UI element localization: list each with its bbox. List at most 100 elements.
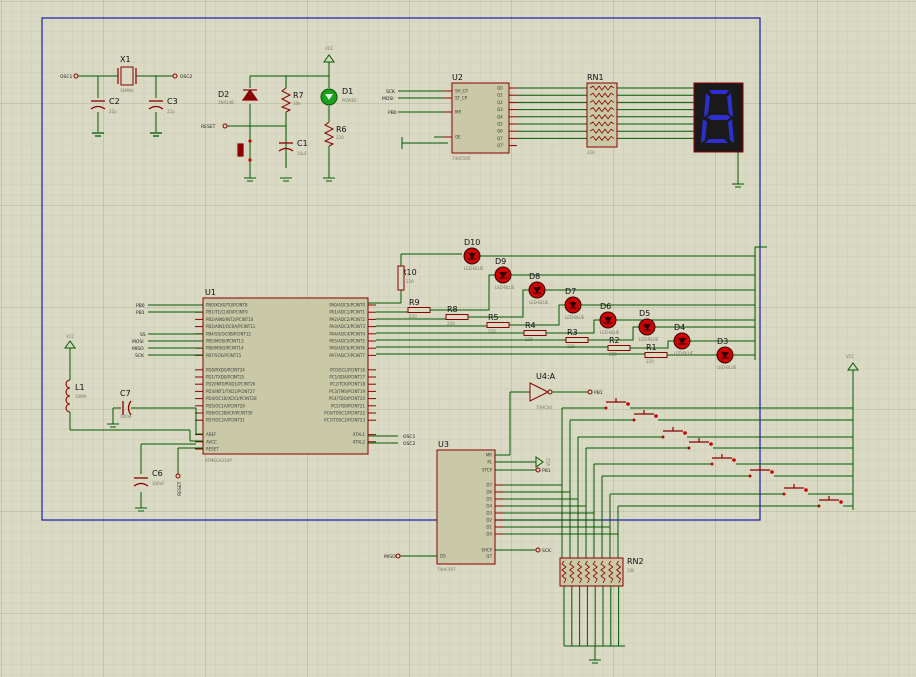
rn2-elements: [561, 560, 625, 647]
ic-u2[interactable]: [451, 82, 510, 154]
u1-pin-label: PB4/SS/OC0B/PCINT12: [206, 331, 251, 336]
u1-pin-label: PA1/ADC1/PCINT1: [329, 310, 365, 315]
led-resistor[interactable]: [523, 330, 547, 336]
led-resistor[interactable]: [565, 337, 589, 343]
resistor-r6[interactable]: [323, 121, 335, 147]
led-resistor-ref: R2: [609, 336, 620, 345]
resistor-network-rn2[interactable]: [559, 557, 624, 587]
led-d1-power[interactable]: [320, 88, 338, 106]
u1-pin-label: PA2/ADC2/PCINT2: [329, 317, 365, 322]
led-d7[interactable]: [564, 296, 582, 314]
u1-pin-label: PD1/TXD0/PCINT25: [206, 375, 245, 380]
led-value: LED-BLUE: [674, 351, 694, 356]
u3-pin-label: D7: [486, 483, 492, 488]
u2-pin-label: Q7': [497, 143, 504, 148]
u2-to-rn1-wires: [517, 87, 587, 139]
led-resistor[interactable]: [486, 322, 510, 328]
inductor-l1[interactable]: [65, 379, 71, 413]
u4a-part: 74HC04: [536, 405, 552, 410]
led-resistor-ref: R5: [488, 313, 499, 322]
led-d4[interactable]: [673, 332, 691, 350]
led-resistor[interactable]: [607, 345, 631, 351]
u2-pin-label: MR: [455, 110, 461, 115]
led-d3[interactable]: [716, 346, 734, 364]
led-resistor[interactable]: [644, 352, 668, 358]
u3-pin-label: D0: [486, 532, 492, 537]
miso-label-u3: MISO: [384, 554, 396, 560]
reset-label: RESET: [201, 124, 216, 130]
push-button[interactable]: [782, 484, 808, 496]
vcc-l1-label: VCC: [66, 334, 75, 339]
resistor-r10[interactable]: [397, 265, 405, 291]
u1-pin-label: PB1/T1/CLKO/PCINT9: [206, 310, 248, 315]
resistor-r7[interactable]: [280, 87, 292, 113]
push-button[interactable]: [817, 496, 843, 508]
reset-section[interactable]: [227, 62, 335, 182]
push-button[interactable]: [748, 466, 774, 478]
u2-pin-label: Q7: [497, 136, 503, 141]
seven-segment-display[interactable]: [693, 82, 744, 188]
led-d9[interactable]: [494, 266, 512, 284]
push-button[interactable]: [710, 454, 736, 466]
led-ref: D9: [495, 257, 506, 266]
sck-label-u3: SCK: [542, 548, 552, 554]
led-value: LED-BLUE: [529, 300, 549, 305]
u1-pin-label: PB7/SCK/PCINT15: [206, 353, 242, 358]
u1-pin-label: PD3/INT1/TXD1/PCINT27: [206, 389, 255, 394]
rn2-ref: RN2: [627, 557, 644, 566]
u1-ref: U1: [205, 288, 216, 297]
u4a-wires: [509, 391, 588, 455]
u2-pin-label: Q3: [497, 107, 503, 112]
led-d6[interactable]: [599, 311, 617, 329]
crystal-section[interactable]: [73, 73, 178, 132]
rn1-elements: [589, 85, 615, 142]
pb1-label-top: PB1: [594, 390, 603, 396]
u1-pin-label: PA3/ADC3/PCINT3: [329, 324, 365, 329]
u1-pin-label: RESET: [206, 447, 219, 452]
led-d5[interactable]: [638, 318, 656, 336]
u1-pin-label: PB5/MOSI/PCINT13: [206, 339, 244, 344]
diode-d2[interactable]: [241, 88, 259, 101]
u1-pin-label: PD7/OC2A/PCINT31: [206, 418, 245, 423]
capacitor-c2[interactable]: [90, 100, 106, 137]
led-resistor-value: 220: [488, 329, 496, 334]
u2-pin-label: Q5: [497, 122, 503, 127]
vcc-power-label: VCC: [325, 46, 334, 51]
svg-text:MISO: MISO: [132, 346, 144, 352]
u1-pin-label: XTAL1: [353, 432, 366, 437]
led-resistor[interactable]: [445, 314, 469, 320]
ic-u3[interactable]: [436, 449, 496, 565]
u1-pin-label: PA7/ADC7/PCINT7: [329, 353, 365, 358]
push-button[interactable]: [661, 427, 687, 439]
capacitor-c1[interactable]: [278, 142, 294, 152]
push-button[interactable]: [687, 438, 713, 450]
svg-text:MOSI: MOSI: [132, 339, 144, 345]
u2-pin-label: OE: [455, 135, 461, 140]
push-button[interactable]: [604, 398, 630, 410]
u3-pin-label: D1: [486, 525, 492, 530]
vcc-arrow-l1: [64, 340, 76, 349]
u3-part: 74HC597: [437, 567, 456, 572]
capacitor-c7[interactable]: [122, 400, 132, 416]
x1-ref: X1: [120, 55, 131, 64]
l1-value: 10MH: [75, 394, 87, 399]
u1-pin-label: PC4/TDO/PCINT20: [329, 396, 365, 401]
capacitor-c6[interactable]: [133, 477, 149, 487]
capacitor-c3[interactable]: [148, 100, 164, 137]
r10-ref: R10: [401, 268, 417, 277]
ic-u1-atmega[interactable]: [202, 297, 369, 455]
u2-ref: U2: [452, 73, 463, 82]
push-button[interactable]: [632, 410, 658, 422]
led-resistor[interactable]: [407, 307, 431, 313]
crystal-x1[interactable]: X1 16MHz: [117, 55, 137, 93]
svg-text:PB1: PB1: [136, 310, 145, 316]
led-resistor-ref: R9: [409, 298, 420, 307]
u3-ref: U3: [438, 440, 449, 449]
r6-ref: R6: [336, 125, 347, 134]
led-d10[interactable]: [463, 247, 481, 265]
led-ref: D6: [600, 302, 611, 311]
vcc-buttons-label: VCC: [846, 354, 855, 359]
led-d8[interactable]: [528, 281, 546, 299]
reset-button[interactable]: [237, 139, 252, 162]
